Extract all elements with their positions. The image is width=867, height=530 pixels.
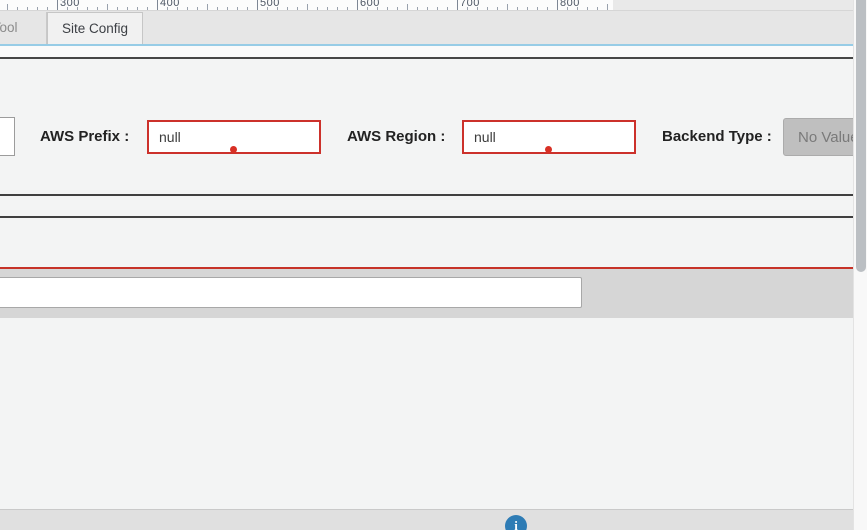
ruler-tick xyxy=(177,7,178,10)
tab-query-tool-label: y Tool xyxy=(0,20,18,35)
ruler-tick xyxy=(257,0,258,10)
aws-region-input[interactable] xyxy=(462,120,636,154)
ruler-tick xyxy=(417,7,418,10)
ruler-tick xyxy=(407,4,408,10)
ruler-tick xyxy=(517,7,518,10)
ruler-tick xyxy=(187,7,188,10)
ruler-tick xyxy=(547,7,548,10)
validation-dot-icon xyxy=(230,146,237,153)
ruler-tick xyxy=(537,7,538,10)
ruler-tick xyxy=(367,7,368,10)
ruler-tick xyxy=(347,7,348,10)
ruler-tick xyxy=(107,4,108,10)
ruler-tick xyxy=(227,7,228,10)
ruler-tick xyxy=(147,7,148,10)
divider-line xyxy=(0,216,853,218)
ruler-tick xyxy=(287,7,288,10)
backend-type-value[interactable]: No Value xyxy=(783,118,853,156)
bottom-text-input[interactable] xyxy=(0,277,582,308)
ruler-tick xyxy=(57,0,58,10)
ruler-tick xyxy=(557,0,558,10)
ruler-tick xyxy=(567,7,568,10)
ruler-tick xyxy=(507,4,508,10)
ruler-tick xyxy=(157,0,158,10)
tab-query-tool[interactable]: y Tool xyxy=(0,12,47,44)
ruler-tick xyxy=(437,7,438,10)
ruler-strip: 300 400 500 600 700 800 xyxy=(0,0,853,10)
ruler-tick xyxy=(387,7,388,10)
aws-prefix-label: AWS Prefix : xyxy=(40,128,130,145)
ruler-tick xyxy=(27,7,28,10)
ruler-tick xyxy=(317,7,318,10)
ruler-tick xyxy=(87,7,88,10)
ruler-tick xyxy=(427,7,428,10)
partial-input-left[interactable] xyxy=(0,117,15,156)
tab-bar: y Tool Site Config xyxy=(0,10,853,44)
ruler-tick xyxy=(7,4,8,10)
red-divider-line xyxy=(0,267,853,269)
ruler-tick xyxy=(67,7,68,10)
vertical-scrollbar[interactable] xyxy=(853,0,867,530)
ruler-tick xyxy=(37,7,38,10)
footer-bar xyxy=(0,510,853,530)
dark-divider-top xyxy=(0,57,853,59)
ruler-tick xyxy=(197,7,198,10)
ruler-tick xyxy=(207,4,208,10)
ruler-tick xyxy=(47,7,48,10)
ruler-tick xyxy=(587,7,588,10)
scrollbar-thumb[interactable] xyxy=(856,0,866,272)
ruler-tick xyxy=(337,7,338,10)
ruler-tick xyxy=(127,7,128,10)
footer-separator xyxy=(0,509,853,510)
ruler-tick xyxy=(577,7,578,10)
ruler-tick xyxy=(297,7,298,10)
tab-site-config[interactable]: Site Config xyxy=(47,12,143,44)
ruler-tick xyxy=(377,7,378,10)
ruler-tick xyxy=(77,7,78,10)
backend-type-label: Backend Type : xyxy=(662,128,772,145)
ruler-unit-label: 300 xyxy=(60,0,80,9)
ruler-tick xyxy=(17,7,18,10)
ruler-unit-label: 600 xyxy=(360,0,380,9)
ruler-tick xyxy=(467,7,468,10)
divider-line xyxy=(0,194,853,196)
tab-site-config-label: Site Config xyxy=(61,21,129,36)
horizontal-ruler: 300 400 500 600 700 800 xyxy=(0,0,613,10)
ruler-tick xyxy=(477,7,478,10)
strip-under-tabs xyxy=(0,46,853,57)
ruler-tick xyxy=(497,7,498,10)
ruler-tick xyxy=(97,7,98,10)
ruler-tick xyxy=(457,0,458,10)
aws-prefix-input[interactable] xyxy=(147,120,321,154)
accent-blue-line xyxy=(0,44,853,46)
ruler-tick xyxy=(167,7,168,10)
ruler-tick xyxy=(487,7,488,10)
ruler-unit-label: 400 xyxy=(160,0,180,9)
ruler-tick xyxy=(397,7,398,10)
ruler-tick xyxy=(307,4,308,10)
ruler-tick xyxy=(357,0,358,10)
ruler-tick xyxy=(527,7,528,10)
ruler-unit-label: 800 xyxy=(560,0,580,9)
aws-region-label: AWS Region : xyxy=(347,128,446,145)
ruler-tick xyxy=(137,7,138,10)
ruler-unit-label: 500 xyxy=(260,0,280,9)
ruler-unit-label: 700 xyxy=(460,0,480,9)
ruler-tick xyxy=(277,7,278,10)
info-icon[interactable]: i xyxy=(505,515,527,530)
ruler-tick xyxy=(247,7,248,10)
ruler-tick xyxy=(327,7,328,10)
ruler-tick xyxy=(267,7,268,10)
ruler-tick xyxy=(597,7,598,10)
ruler-tick xyxy=(447,7,448,10)
ruler-tick xyxy=(607,4,608,10)
ruler-tick xyxy=(117,7,118,10)
ruler-tick xyxy=(237,7,238,10)
ruler-tick xyxy=(217,7,218,10)
validation-dot-icon xyxy=(545,146,552,153)
